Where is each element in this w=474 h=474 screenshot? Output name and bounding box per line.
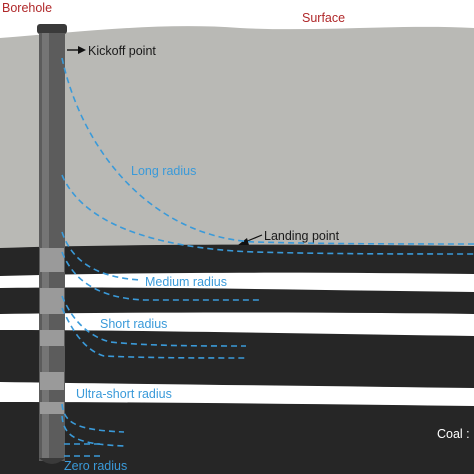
kickoff-point-label: Kickoff point: [88, 44, 156, 58]
ultra-short-radius-label: Ultra-short radius: [76, 387, 172, 401]
coal-label: Coal :: [437, 427, 470, 441]
coal-seam-1: [0, 244, 474, 276]
short-radius-path-1: [61, 295, 247, 347]
kickoff-arrow: [67, 46, 86, 54]
medium-radius-path-2: [61, 251, 260, 301]
coal-seam-4: [0, 402, 474, 474]
short-radius-path-2: [61, 307, 247, 359]
ultra-short-path-1: [61, 403, 125, 433]
surface-label: Surface: [302, 11, 345, 25]
ultra-short-path-2: [61, 415, 125, 447]
long-radius-label: Long radius: [131, 164, 196, 178]
landing-point-label: Landing point: [264, 229, 340, 243]
borehole-casing: [37, 24, 67, 464]
coal-seam-3: [0, 330, 474, 388]
borehole-label: Borehole: [2, 1, 52, 15]
medium-radius-path-1: [61, 231, 143, 281]
short-radius-label: Short radius: [100, 317, 167, 331]
zero-radius-label: Zero radius: [64, 459, 127, 473]
medium-radius-label: Medium radius: [145, 275, 227, 289]
long-radius-path-1: [61, 57, 474, 245]
overburden-layer: [0, 26, 474, 251]
